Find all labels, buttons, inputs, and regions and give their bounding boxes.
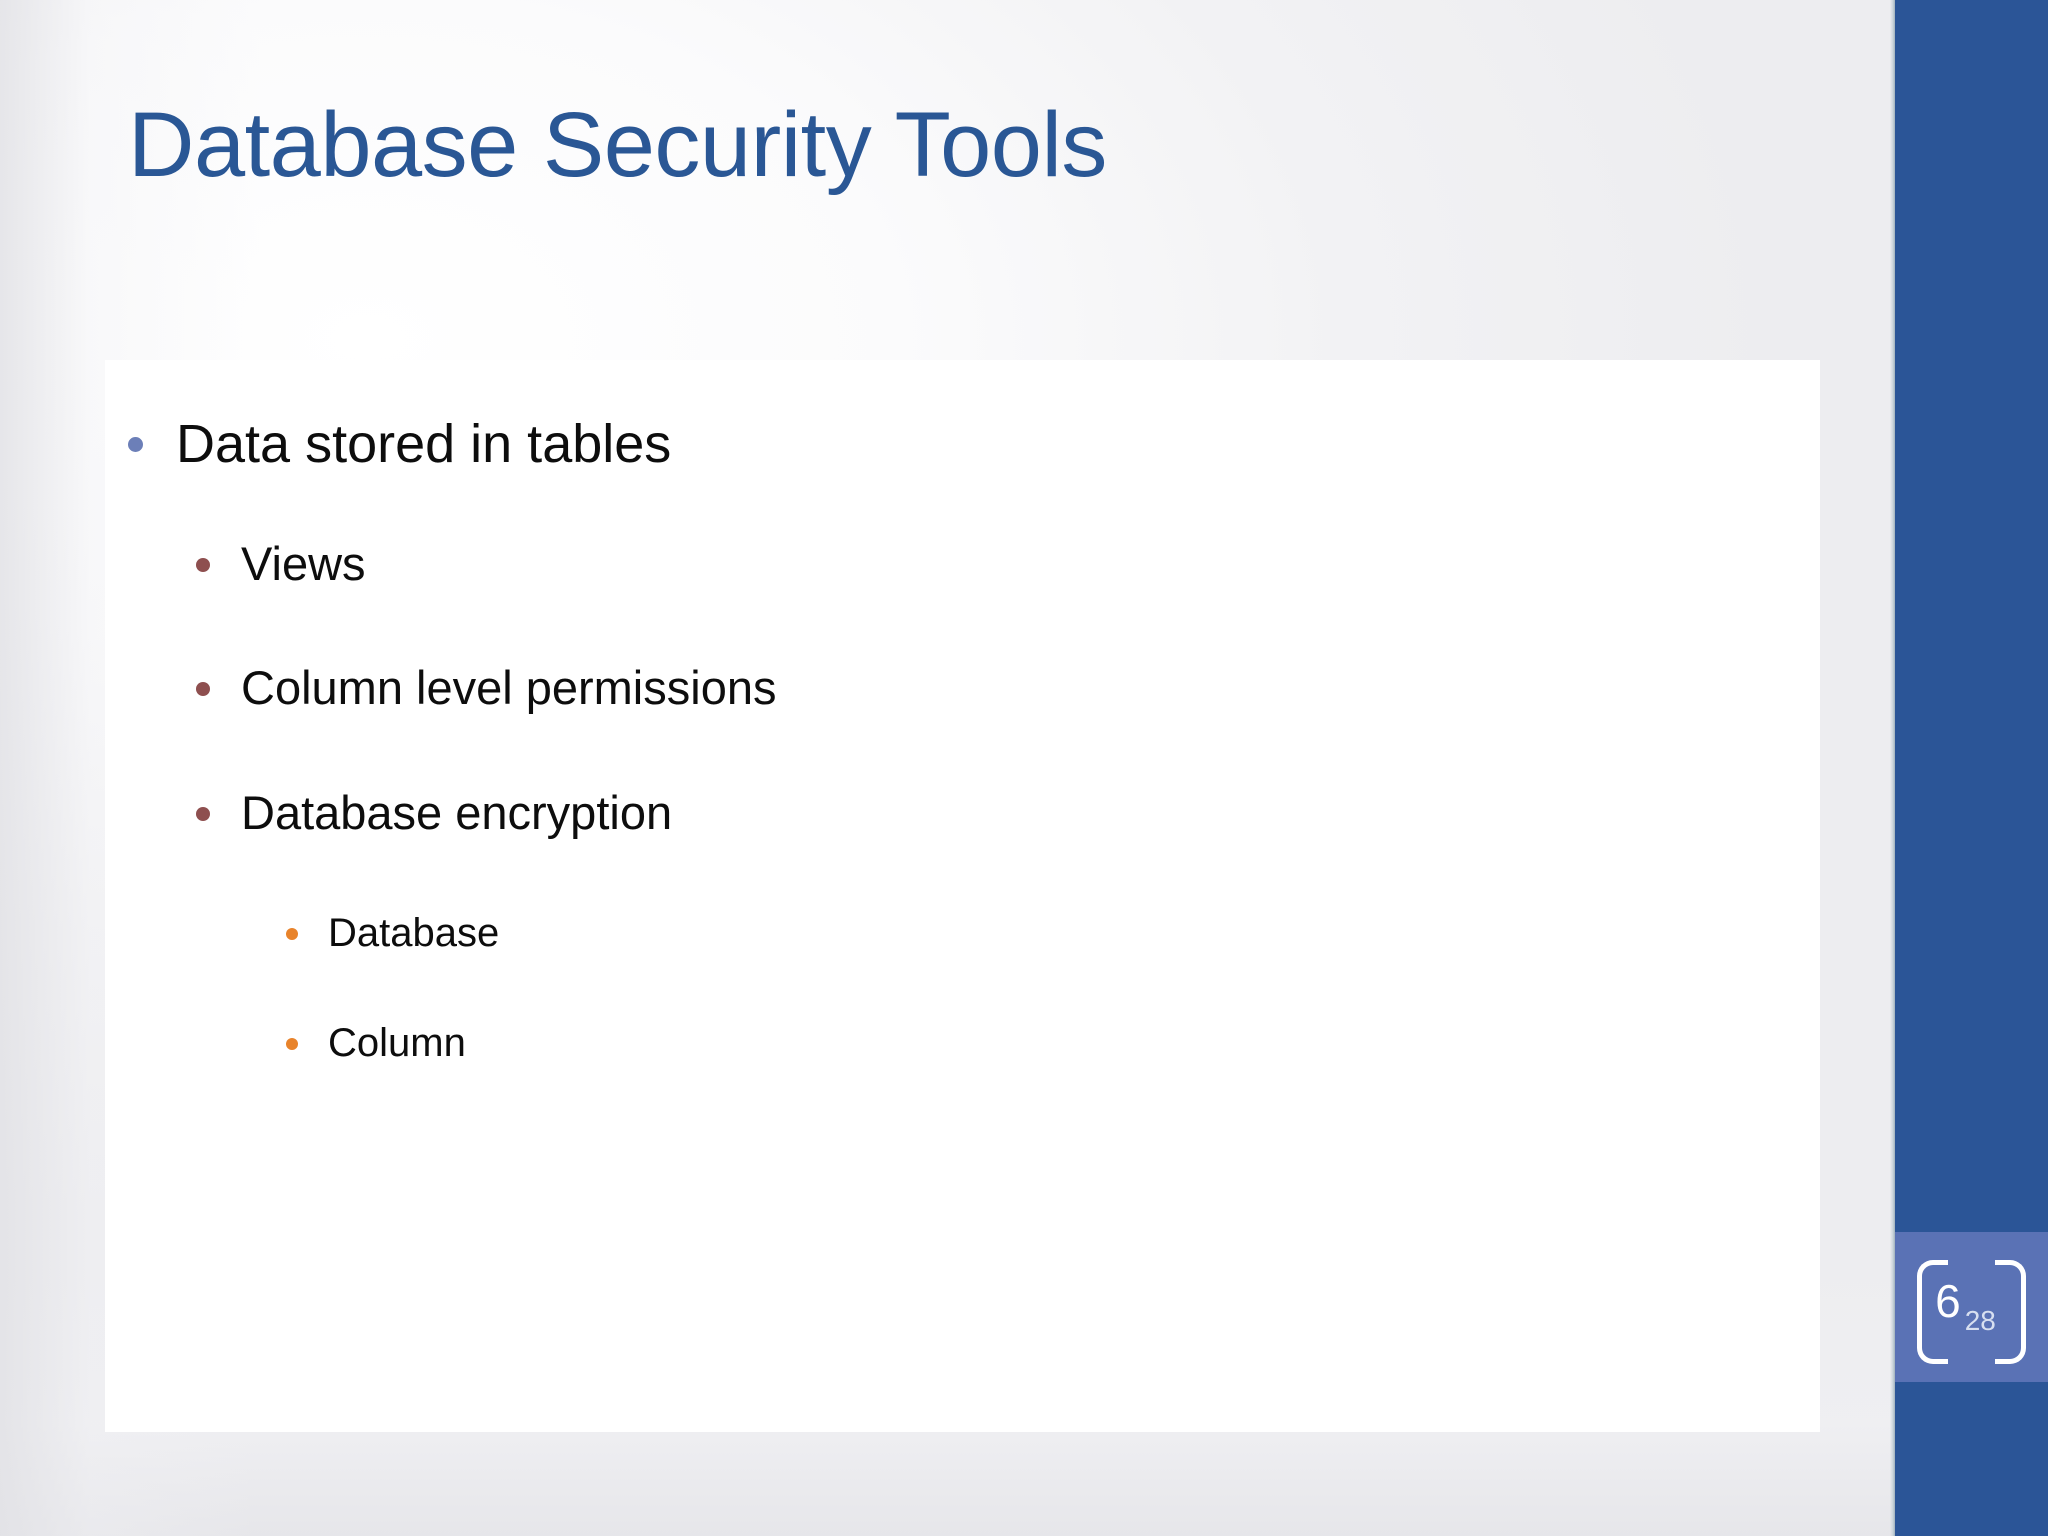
list-item-label: Views [241, 536, 366, 590]
page-title: Database Security Tools [128, 94, 1107, 196]
list-item: Views [196, 536, 1778, 592]
list-item: Database encryption [196, 785, 1778, 841]
bullet-dot-icon [128, 437, 143, 452]
bullet-dot-icon [196, 682, 210, 697]
list-item-label: Data stored in tables [176, 414, 672, 474]
slide-number-current: 6 [1935, 1275, 1961, 1327]
bracket-left-icon [1917, 1260, 1948, 1364]
list-item: Database [286, 909, 1778, 957]
slide-number-total: 28 [1964, 1305, 1996, 1336]
bullet-dot-icon [286, 928, 298, 941]
slide-number-badge: 6 28 [1895, 1232, 2048, 1382]
list-item-label: Database [328, 911, 500, 956]
list-item-label: Column level permissions [241, 661, 777, 715]
bullet-list: Data stored in tables Views Column level… [128, 412, 1778, 1129]
content-panel [105, 360, 1820, 1432]
list-item-label: Database encryption [241, 785, 673, 839]
list-item: Data stored in tables [128, 412, 1778, 478]
slide-number-content: 6 28 [1895, 1232, 2048, 1382]
sidebar-edge-divider [1890, 0, 1895, 1536]
list-item: Column [286, 1019, 1778, 1067]
list-item-label: Column [328, 1021, 466, 1066]
list-item: Column level permissions [196, 660, 1778, 716]
bullet-dot-icon [286, 1038, 298, 1051]
bracket-right-icon [1995, 1260, 2026, 1364]
bullet-dot-icon [196, 806, 210, 821]
bullet-dot-icon [196, 557, 210, 572]
